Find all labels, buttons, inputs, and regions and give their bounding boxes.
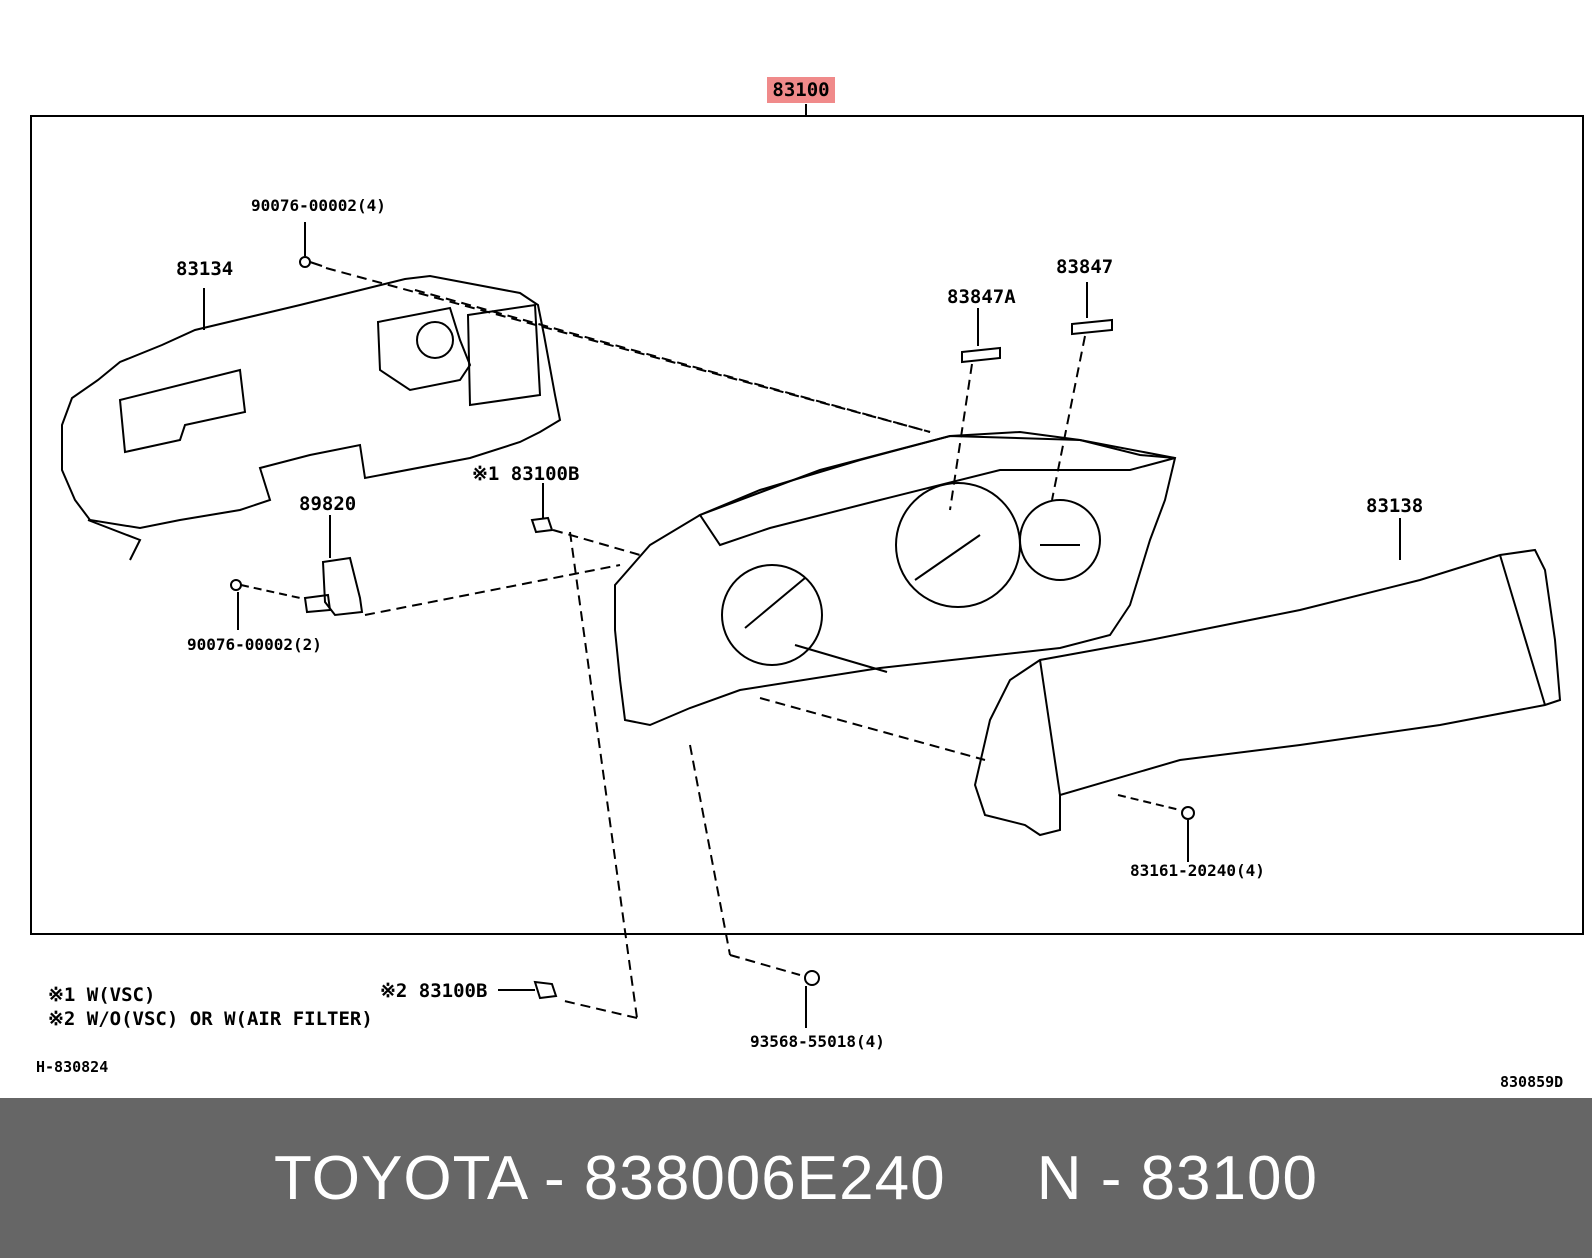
label-pad-a: 83847A bbox=[947, 286, 1016, 308]
dash-relay bbox=[364, 564, 621, 616]
label-screw-relay: 90076-00002(2) bbox=[187, 635, 322, 654]
label-shield: 83134 bbox=[176, 258, 234, 280]
label-lens-panel: 83138 bbox=[1366, 495, 1424, 517]
dash-shield-to-cluster bbox=[414, 289, 931, 433]
screw-top-left-head bbox=[299, 256, 311, 268]
dash-pad bbox=[1051, 335, 1086, 501]
needle-bar bbox=[794, 644, 888, 673]
cluster-body bbox=[614, 430, 1177, 727]
label-bulb-w-vsc: ※1 83100B bbox=[472, 463, 580, 485]
needle-center bbox=[914, 534, 981, 581]
lens-panel-edge bbox=[1039, 659, 1061, 796]
screw-bottom-head bbox=[804, 970, 820, 986]
dash-cluster-to-lens bbox=[759, 697, 986, 761]
label-screw-bottom: 93568-55018(4) bbox=[750, 1032, 885, 1051]
dash-screw-lens bbox=[1117, 794, 1181, 811]
relay-connector bbox=[303, 593, 332, 614]
lens-panel bbox=[973, 548, 1562, 837]
dash-bulb-wo-vsc bbox=[559, 999, 638, 1019]
dash-bulb-down bbox=[569, 531, 638, 1019]
dash-screw-relay bbox=[240, 584, 301, 599]
shield-inner-1 bbox=[118, 368, 247, 454]
note-1: ※1 W(VSC) bbox=[48, 984, 156, 1006]
label-screw-top-left: 90076-00002(4) bbox=[251, 196, 386, 215]
dash-screw-bottom-a bbox=[689, 744, 731, 956]
gauge-right bbox=[1019, 499, 1101, 581]
gauge-center bbox=[895, 482, 1021, 608]
diagram-drawing bbox=[30, 104, 1584, 1028]
shield-inner-2 bbox=[376, 306, 472, 392]
footer-part-number: TOYOTA - 838006E240 N - 83100 bbox=[274, 1143, 1318, 1213]
dash-screw-bottom-b bbox=[729, 954, 801, 976]
label-relay: 89820 bbox=[299, 493, 357, 515]
label-bulb-wo-vsc: ※2 83100B bbox=[380, 980, 488, 1002]
assembly-frame bbox=[30, 115, 1584, 935]
gauge-left bbox=[721, 564, 823, 666]
parts-diagram: 83100 90076-00002(4) 83134 83847A 83847 … bbox=[30, 77, 1584, 1091]
ref-left: H-830824 bbox=[36, 1058, 109, 1076]
shield-inner-3 bbox=[466, 303, 542, 407]
screw-relay-head bbox=[230, 579, 242, 591]
footer-bar: TOYOTA - 838006E240 N - 83100 bbox=[0, 1098, 1592, 1258]
shield-outline bbox=[61, 274, 562, 530]
screw-lens-head bbox=[1181, 806, 1195, 820]
lens-panel-edge-right bbox=[1499, 554, 1546, 706]
bulb-wo-vsc-shape bbox=[533, 980, 558, 1000]
main-part-callout: 83100 bbox=[767, 77, 835, 103]
dash-bulb-w-vsc bbox=[552, 529, 641, 556]
shield-inner-4 bbox=[87, 519, 142, 561]
pad-shape bbox=[1071, 318, 1113, 336]
dash-screw-to-cluster bbox=[325, 267, 931, 433]
label-pad: 83847 bbox=[1056, 256, 1114, 278]
ref-right: 830859D bbox=[1500, 1073, 1564, 1091]
note-2: ※2 W/O(VSC) OR W(AIR FILTER) bbox=[48, 1008, 373, 1030]
label-screw-lens: 83161-20240(4) bbox=[1130, 861, 1265, 880]
needle-left bbox=[744, 577, 806, 629]
bulb-w-vsc-shape bbox=[530, 516, 554, 534]
screw-top-left-shank bbox=[309, 261, 323, 267]
pad-a-shape bbox=[961, 346, 1001, 364]
relay-shape bbox=[321, 556, 364, 617]
shield-hole bbox=[416, 321, 454, 359]
cluster-hood bbox=[698, 434, 1176, 547]
